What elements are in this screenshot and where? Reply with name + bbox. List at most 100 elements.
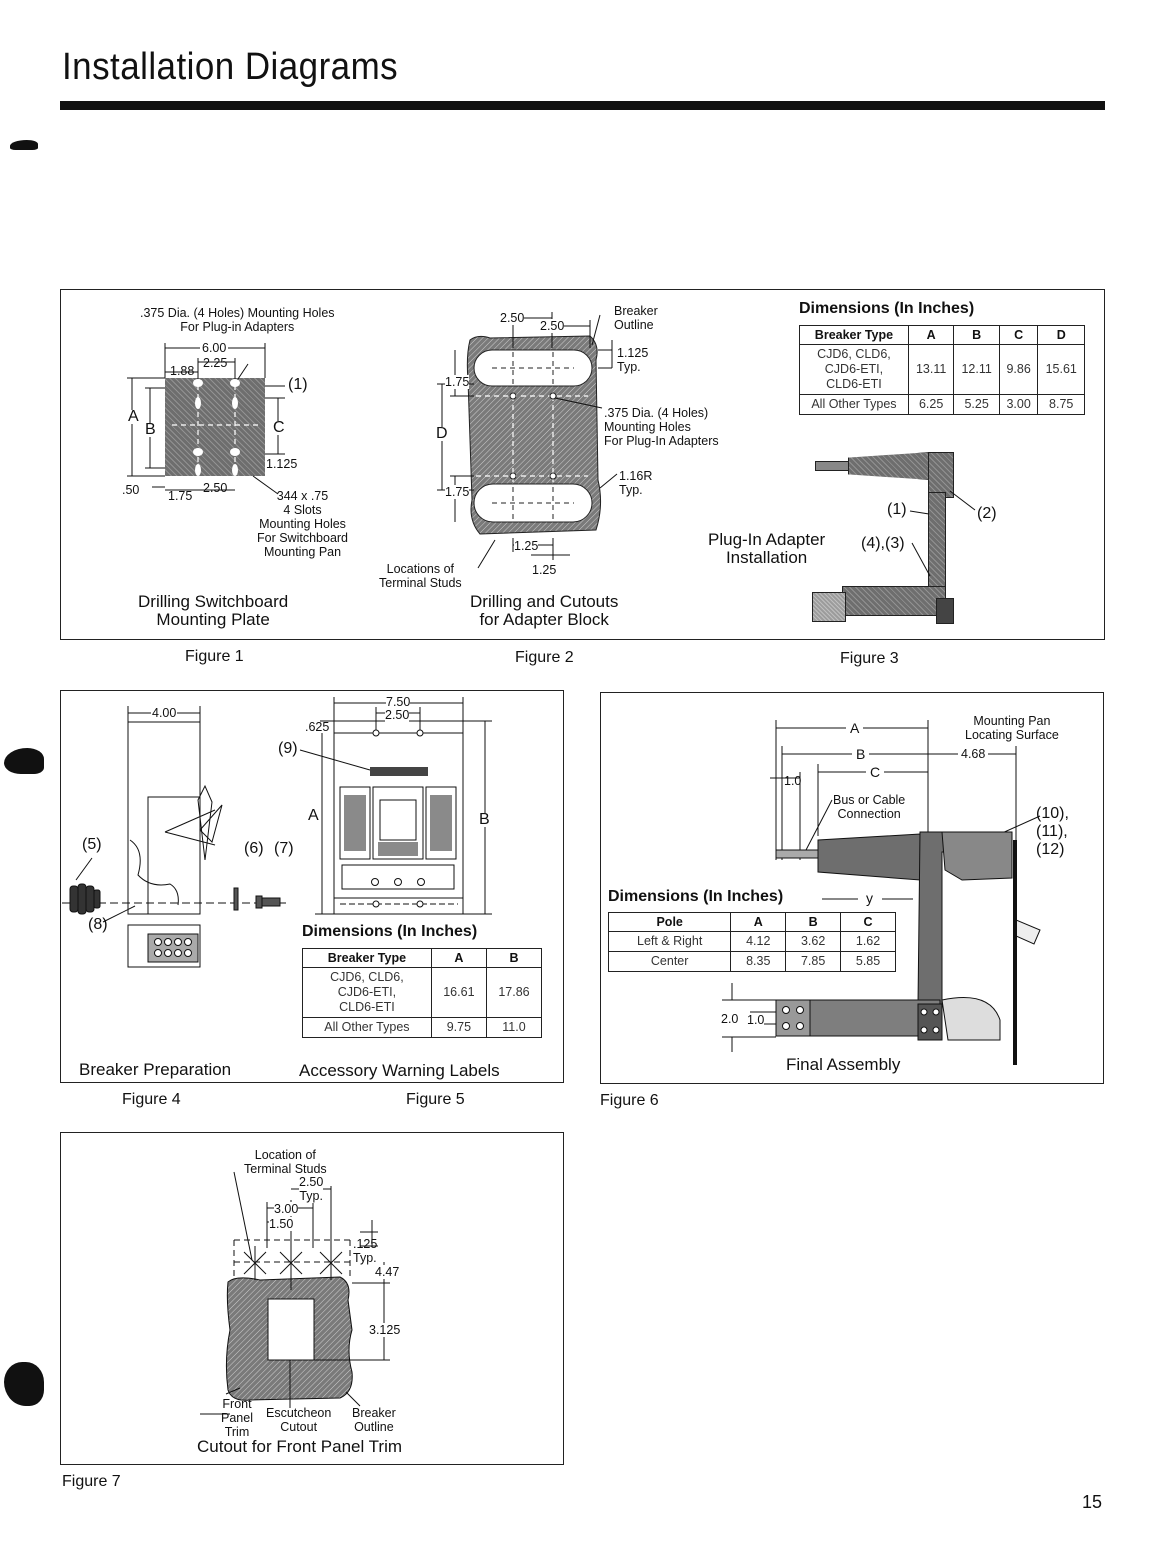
fig6-r0-a: 4.12 [730, 931, 787, 952]
fig5-letter-b: B [479, 811, 490, 828]
binder-mark-bottom [4, 1362, 44, 1406]
fig5-caption: Accessory Warning Labels [299, 1061, 500, 1080]
fig3-callout-1: (1) [887, 501, 907, 518]
fig3-r1-b: 5.25 [953, 394, 1000, 415]
fig2-label: Figure 2 [515, 649, 574, 666]
fig1-letter-b: B [145, 421, 156, 438]
fig3-label: Figure 3 [840, 650, 899, 667]
fig3-block [812, 592, 846, 622]
fig4-label: Figure 4 [122, 1091, 181, 1108]
fig6-dim-10b: 1.0 [747, 1013, 765, 1027]
fig2-holes-note: .375 Dia. (4 Holes) Mounting Holes For P… [604, 406, 719, 448]
fig6-dimensions-table: Pole A B C Left & Right 4.12 3.62 1.62 C… [607, 912, 896, 972]
fig2-studs-note: Locations of Terminal Studs [379, 562, 462, 590]
fig7-dim-3125: 3.125 [369, 1323, 401, 1337]
fig7-dim-300: 3.00 [274, 1202, 299, 1216]
fig6-bus-note: Bus or Cable Connection [833, 793, 906, 821]
fig7-dim-150: 1.50 [269, 1217, 294, 1231]
fig6-dim-468: 4.68 [958, 747, 989, 761]
fig5-label: Figure 5 [406, 1091, 465, 1108]
fig5-r1-b: 11.0 [485, 1017, 543, 1038]
fig2-letter-d: D [436, 425, 448, 442]
fig2-breaker-outline: Breaker Outline [614, 304, 658, 332]
fig1-dim-188: 1.88 [170, 364, 195, 378]
fig4-callout-8: (8) [88, 916, 108, 933]
fig3-dimensions-table: Breaker Type A B C D CJD6, CLD6, CJD6-ET… [799, 325, 1085, 415]
fig7-caption: Cutout for Front Panel Trim [197, 1437, 403, 1456]
table-row: All Other Types 6.25 5.25 3.00 8.75 [799, 394, 1085, 415]
fig6-r1-c: 5.85 [840, 951, 896, 972]
fig6-r1-pole: Center [607, 951, 732, 972]
fig2-caption: Drilling and Cutouts for Adapter Block [470, 592, 619, 629]
fig7-dim-125: .125 Typ. [353, 1237, 378, 1265]
fig2-radius: 1.16R Typ. [619, 469, 653, 497]
fig1-letter-c: C [273, 419, 285, 436]
fig3-adapter-bottom [842, 586, 946, 616]
fig1-dim-600: 6.00 [200, 341, 229, 355]
fig2-dim-125a: 1.25 [514, 539, 539, 553]
table-row: CJD6, CLD6, CJD6-ETI, CLD6-ETI 13.11 12.… [799, 344, 1085, 395]
title-rule [60, 101, 1105, 110]
fig2-dim-175a: 1.75 [445, 375, 470, 389]
fig6-callouts: (10), (11), (12) [1036, 805, 1069, 858]
fig6-letter-y: y [866, 890, 873, 906]
fig3-bracket-vertical [928, 492, 946, 590]
fig3-r0-b: 12.11 [953, 344, 1000, 395]
fig1-dim-225: 2.25 [203, 356, 228, 370]
fig1-label: Figure 1 [185, 648, 244, 665]
fig2-dim-125b: 1.25 [532, 563, 557, 577]
fig6-letter-a: A [846, 721, 864, 735]
fig6-table-title: Dimensions (In Inches) [608, 888, 784, 905]
fig5-dim-625: .625 [305, 720, 330, 734]
fig6-letter-b: B [852, 747, 870, 761]
fig7-breaker-outline: Breaker Outline [352, 1406, 396, 1434]
fig6-caption: Final Assembly [786, 1055, 901, 1074]
fig6-pan-note: Mounting Pan Locating Surface [965, 714, 1059, 742]
fig5-r0-type: CJD6, CLD6, CJD6-ETI, CLD6-ETI [302, 967, 432, 1018]
fig3-callout-2: (2) [977, 505, 997, 522]
fig1-note-top: .375 Dia. (4 Holes) Mounting Holes For P… [140, 306, 335, 334]
fig5-r1-a: 9.75 [430, 1017, 487, 1038]
fig2-dim-250a: 2.50 [500, 311, 525, 325]
fig5-r0-b: 17.86 [485, 967, 543, 1018]
fig3-table-title: Dimensions (In Inches) [799, 300, 975, 317]
fig3-foot [936, 598, 954, 624]
fig3-callout-43: (4),(3) [861, 535, 905, 552]
fig7-dim-250: 2.50 Typ. [299, 1175, 324, 1203]
fig7-studs-note: Location of Terminal Studs [244, 1148, 327, 1176]
page-number: 15 [1081, 1492, 1102, 1512]
fig6-r1-b: 7.85 [785, 951, 842, 972]
fig3-r0-type: CJD6, CLD6, CJD6-ETI, CLD6-ETI [799, 344, 909, 395]
fig3-bracket-top [928, 452, 954, 498]
fig5-letter-a: A [308, 807, 319, 824]
fig5-dim-750: 7.50 [386, 695, 411, 709]
fig4-dim-400: 4.00 [151, 706, 178, 720]
fig7-dim-447: 4.47 [375, 1265, 400, 1279]
page-title: Installation Diagrams [62, 46, 399, 88]
fig1-dim-250: 2.50 [203, 481, 228, 495]
fig3-caption: Plug-In Adapter Installation [708, 530, 826, 567]
fig6-letter-c: C [866, 765, 885, 779]
fig1-dim-050: .50 [122, 483, 140, 497]
fig3-r1-d: 8.75 [1037, 394, 1085, 415]
fig5-callout-9: (9) [278, 740, 298, 757]
fig3-r0-d: 15.61 [1037, 344, 1085, 395]
fig5-dim-250: 2.50 [385, 708, 410, 722]
fig4-callout-5: (5) [82, 836, 102, 853]
fig2-dim-250b: 2.50 [540, 319, 565, 333]
fig4-callout-7: (7) [274, 840, 294, 857]
fig5-table-title: Dimensions (In Inches) [302, 923, 478, 940]
fig7-label: Figure 7 [62, 1473, 121, 1490]
fig5-dimensions-table: Breaker Type A B CJD6, CLD6, CJD6-ETI, C… [302, 948, 543, 1038]
binder-mark-middle [4, 748, 44, 774]
fig1-letter-a: A [128, 408, 139, 425]
table-row: All Other Types 9.75 11.0 [302, 1017, 543, 1038]
fig2-dim-175b: 1.75 [445, 485, 470, 499]
table-row: Left & Right 4.12 3.62 1.62 [607, 931, 896, 952]
fig6-r1-a: 8.35 [730, 951, 787, 972]
fig3-r0-a: 13.11 [907, 344, 955, 395]
fig3-r1-type: All Other Types [799, 394, 909, 415]
